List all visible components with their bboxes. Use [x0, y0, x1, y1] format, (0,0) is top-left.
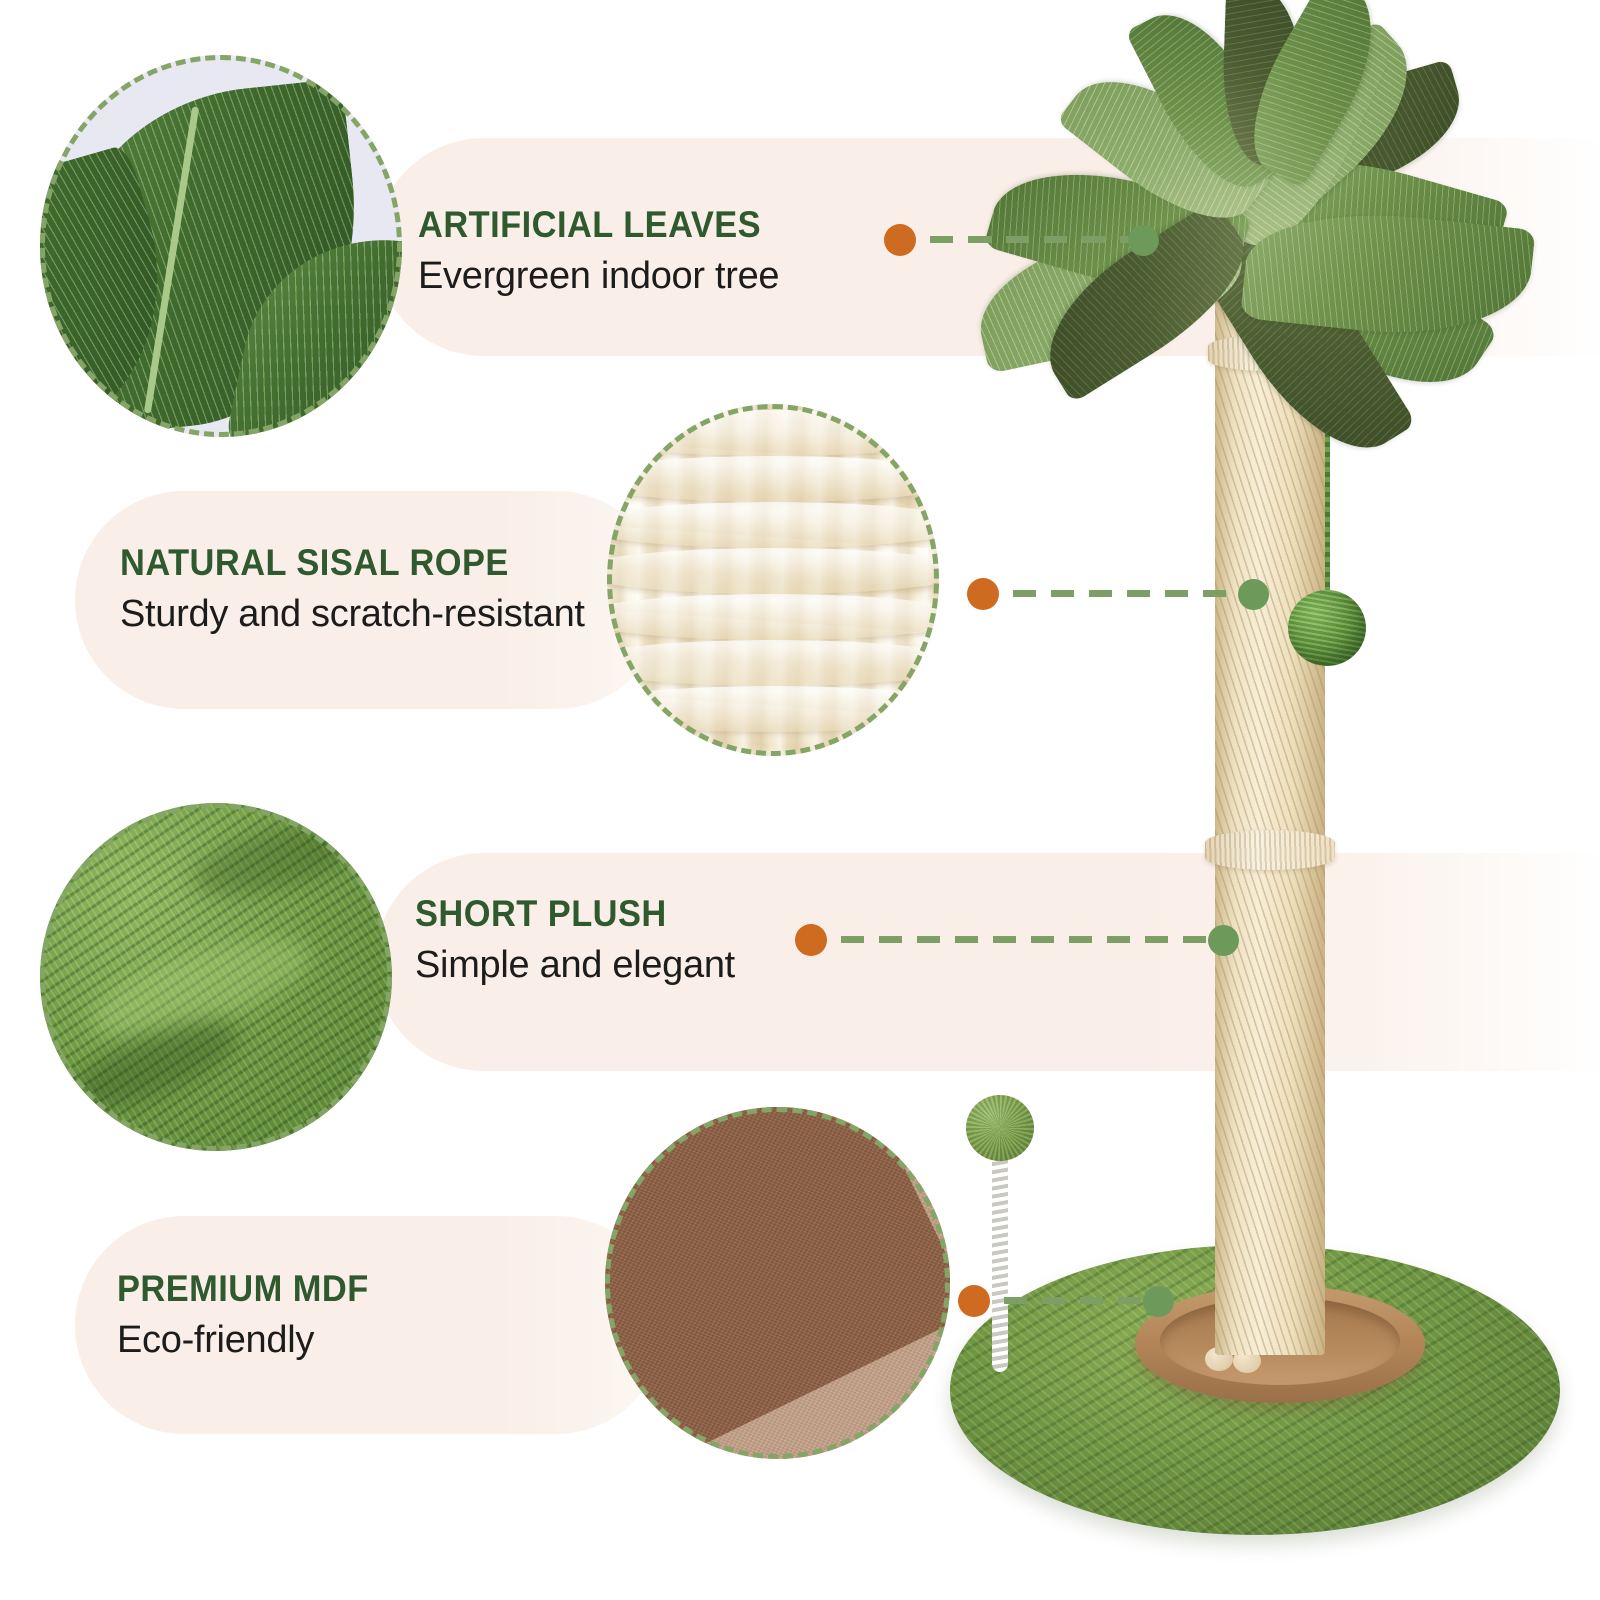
rope-strand — [607, 640, 939, 686]
swatch-circle-short-plush — [40, 803, 392, 1151]
rope-strand — [607, 548, 939, 594]
rope-strand — [607, 686, 939, 732]
rope-strand — [607, 594, 939, 640]
plush-swatch-texture — [40, 803, 392, 1151]
product-photo-cat-tree — [930, 0, 1600, 1535]
connector-dashes-leaves — [930, 236, 1145, 243]
feature-text-artificial-leaves: ARTIFICIAL LEAVES Evergreen indoor tree — [418, 204, 787, 298]
swatch-circle-artificial-leaves — [40, 55, 402, 437]
feature-text-natural-sisal-rope: NATURAL SISAL ROPE Sturdy and scratch-re… — [120, 542, 585, 636]
product-part-hanging-ball-toy — [1288, 590, 1366, 666]
connector-end-dot-leaves — [1128, 225, 1159, 256]
product-part-pom-pom-toy — [966, 1095, 1034, 1161]
connector-end-dot-rope — [1238, 579, 1269, 610]
swatch-circle-natural-sisal-rope — [607, 404, 939, 756]
connector-start-dot-rope — [967, 578, 999, 610]
connector-start-dot-mdf — [958, 1285, 990, 1317]
connector-dashes-mdf — [1004, 1297, 1150, 1304]
feature-title-short-plush: SHORT PLUSH — [415, 893, 667, 934]
swatch-circle-premium-mdf — [605, 1107, 950, 1459]
feature-pill-natural-sisal-rope — [75, 491, 665, 709]
feature-subtitle-premium-mdf: Eco-friendly — [117, 1319, 315, 1361]
connector-start-dot-plush — [795, 924, 827, 956]
connector-end-dot-plush — [1208, 925, 1239, 956]
feature-subtitle-natural-sisal-rope: Sturdy and scratch-resistant — [120, 593, 585, 635]
feature-pill-short-plush — [375, 853, 1600, 1071]
feature-subtitle-artificial-leaves: Evergreen indoor tree — [418, 255, 780, 297]
feature-title-artificial-leaves: ARTIFICIAL LEAVES — [418, 204, 762, 245]
rope-strand — [607, 410, 939, 456]
product-part-toy-spring — [992, 1150, 1008, 1372]
feature-title-premium-mdf: PREMIUM MDF — [117, 1268, 369, 1309]
product-part-sisal-post — [1215, 265, 1325, 1355]
feature-subtitle-short-plush: Simple and elegant — [415, 944, 735, 986]
connector-start-dot-leaves — [884, 224, 916, 256]
feature-title-natural-sisal-rope: NATURAL SISAL ROPE — [120, 542, 509, 583]
product-part-toy-string — [1325, 357, 1330, 642]
feature-pill-premium-mdf — [75, 1216, 665, 1434]
feature-text-premium-mdf: PREMIUM MDF Eco-friendly — [117, 1268, 388, 1362]
connector-dashes-rope — [1013, 590, 1235, 597]
rope-strand — [607, 456, 939, 502]
mdf-grain-overlay — [605, 1107, 950, 1459]
feature-text-short-plush: SHORT PLUSH Simple and elegant — [415, 893, 735, 987]
connector-end-dot-mdf — [1143, 1286, 1174, 1317]
connector-dashes-plush — [841, 936, 1206, 943]
product-part-post-band-mid — [1205, 830, 1335, 870]
rope-strand — [607, 502, 939, 548]
